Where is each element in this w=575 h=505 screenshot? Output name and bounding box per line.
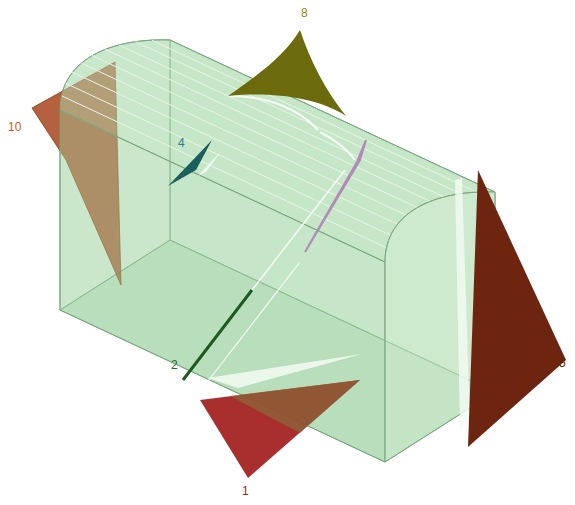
edge-plane (252, 170, 345, 290)
section-trace (228, 96, 318, 130)
callout-number: 5 (559, 356, 566, 370)
edge-plane (305, 140, 366, 252)
callout-number: 10 (8, 120, 21, 134)
cutting-plane (200, 380, 360, 478)
small-plane (198, 150, 222, 176)
cutting-plane (228, 30, 346, 116)
section-sliver (455, 178, 470, 430)
cutting-plane (468, 170, 566, 447)
small-plane (168, 140, 212, 186)
roof-line (152, 40, 477, 192)
callout-number: 4 (178, 136, 185, 150)
callout-number: 8 (301, 6, 308, 20)
edge-plane (183, 290, 252, 380)
callout-number: 1 (242, 484, 249, 498)
cutting-plane-overlap (230, 380, 360, 433)
callout-number: 2 (171, 358, 178, 372)
section-trace (320, 132, 355, 160)
